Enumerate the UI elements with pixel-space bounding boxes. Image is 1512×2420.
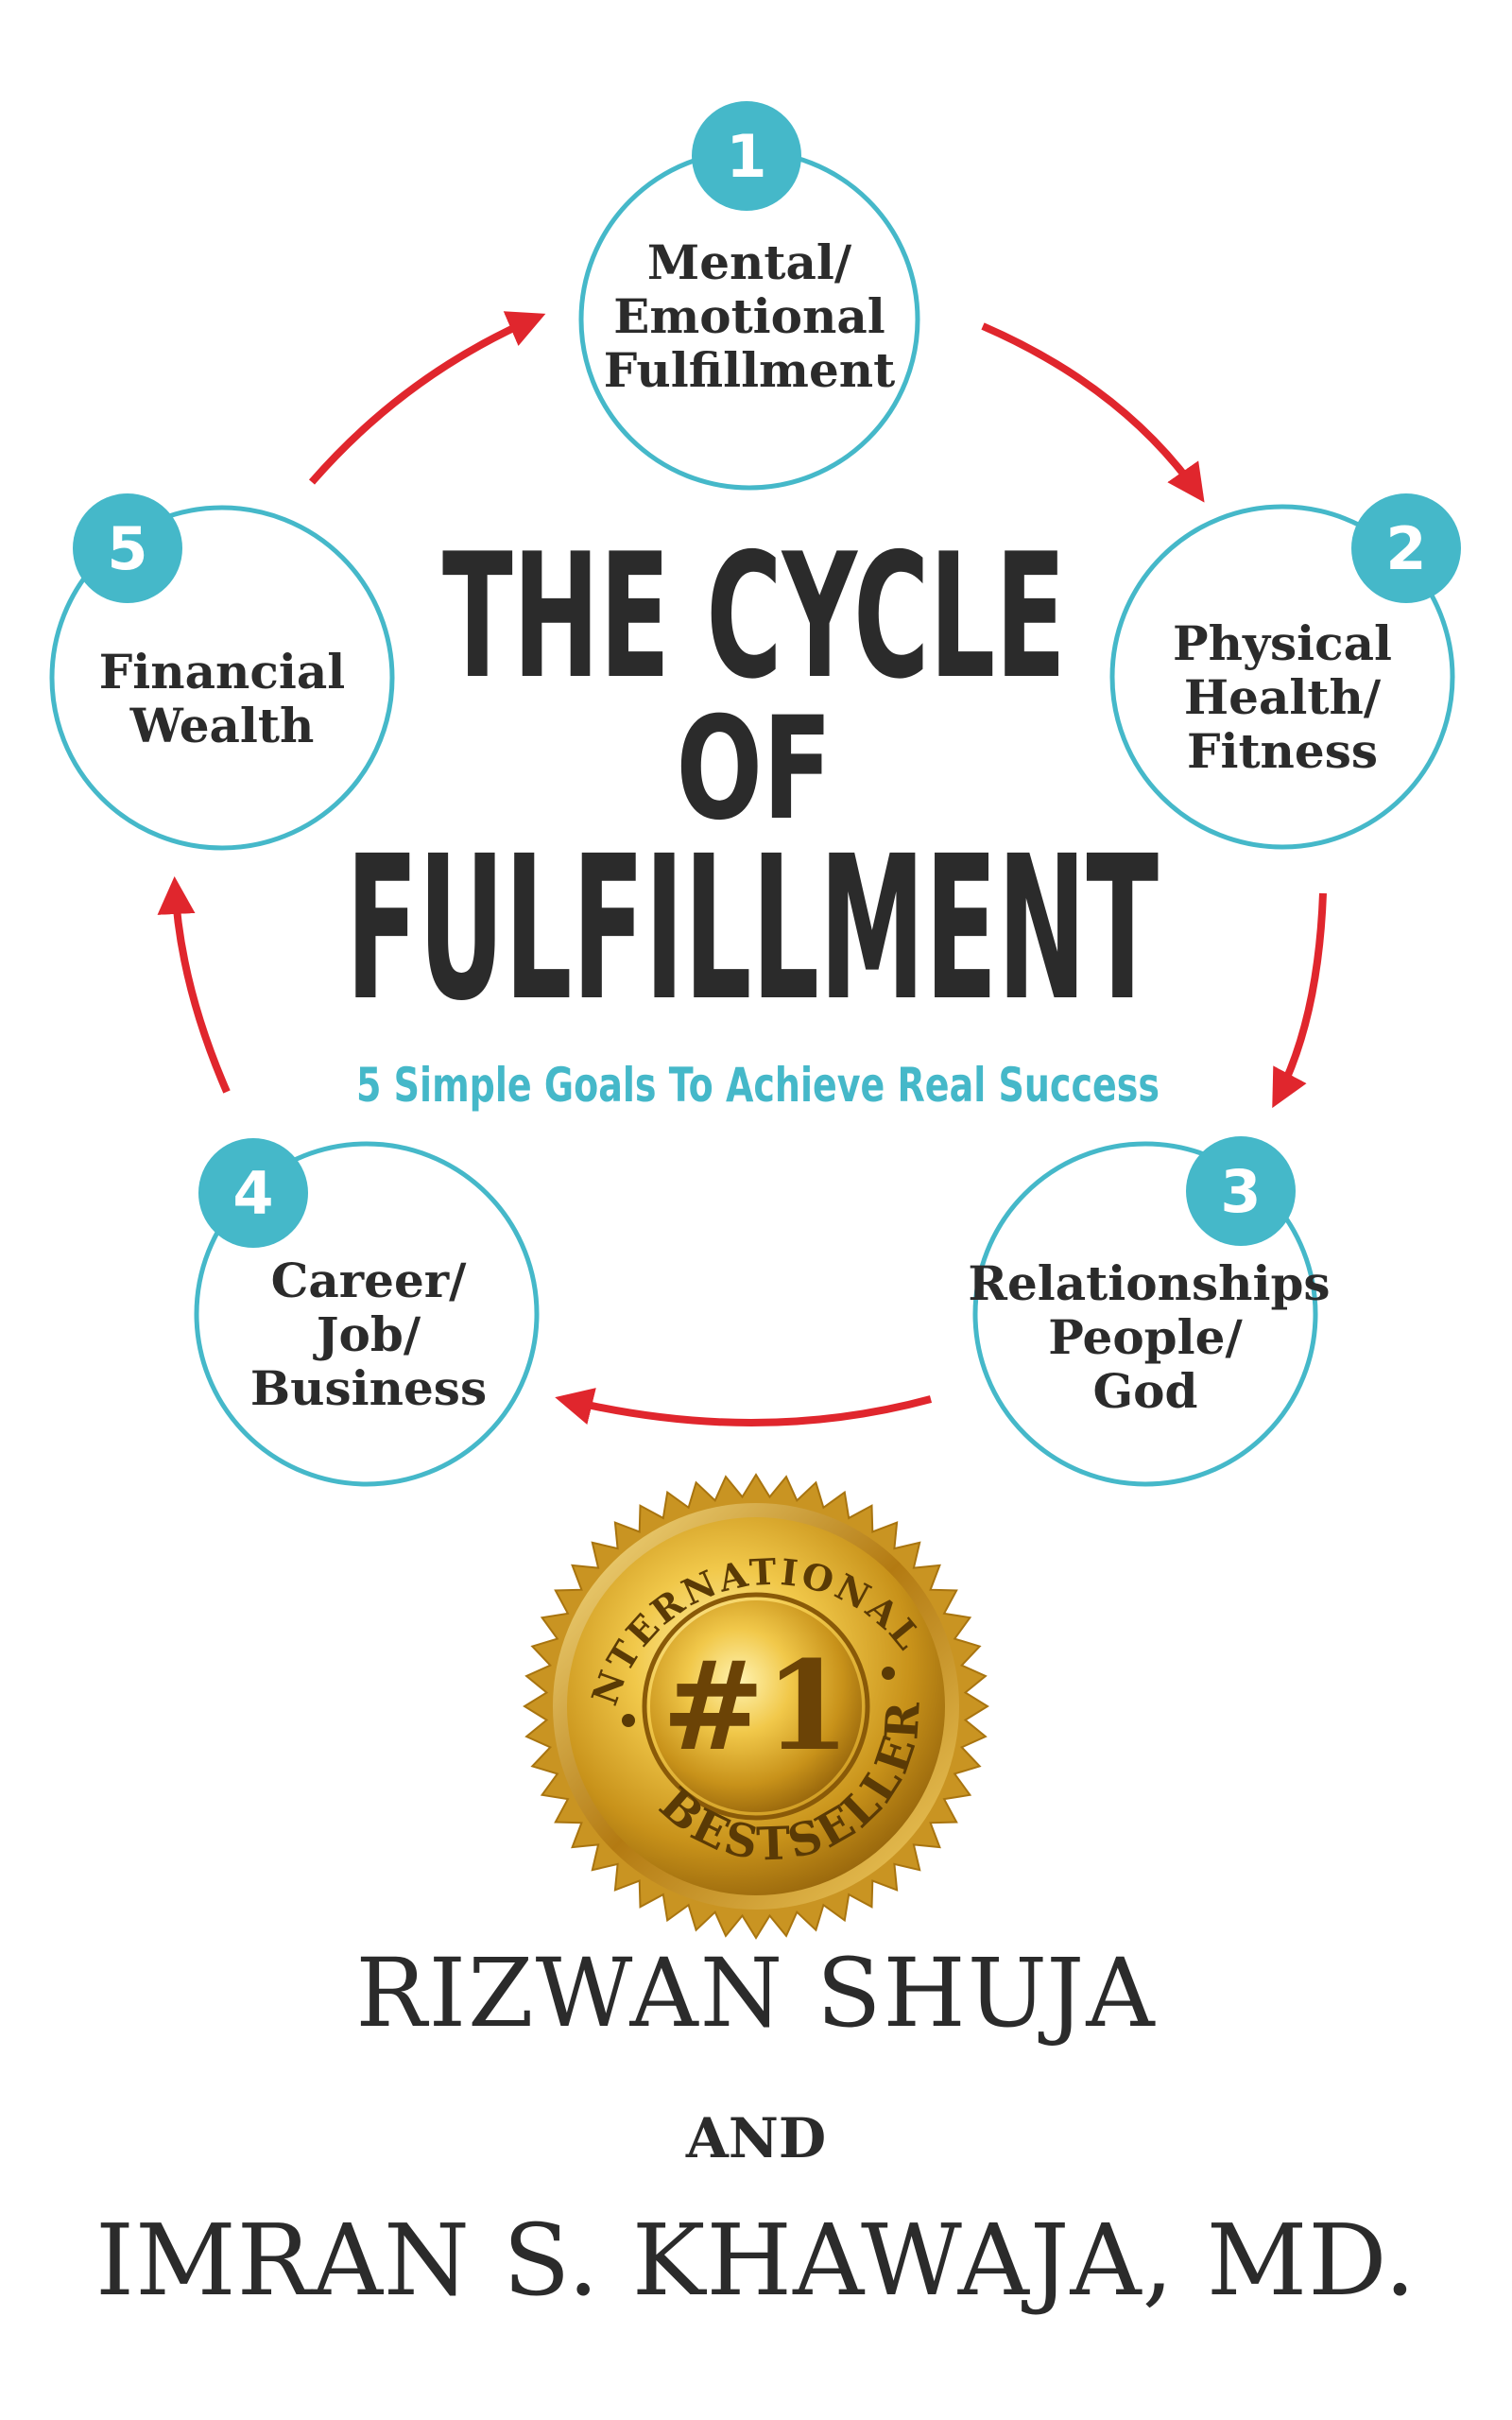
number-badge bbox=[198, 1138, 308, 1248]
author-conjunction: AND bbox=[685, 2106, 827, 2170]
node-mental-emotional: 1 Mental/ Emotional Fulfillment bbox=[578, 101, 920, 491]
node-label-line: Business bbox=[250, 1360, 487, 1416]
number-badge bbox=[692, 101, 801, 211]
arrow-3-to-4 bbox=[555, 1388, 933, 1426]
book-title: THE CYCLE OF FULFILLMENT 5 Simple Goals … bbox=[346, 516, 1160, 1113]
node-label-line: Relationships bbox=[968, 1255, 1330, 1311]
node-label-line: Mental/ bbox=[647, 234, 852, 290]
node-label-line: Job/ bbox=[313, 1306, 421, 1362]
title-line-3: FULFILLMENT bbox=[346, 813, 1159, 1045]
node-number: 5 bbox=[107, 514, 147, 583]
number-badge bbox=[73, 493, 182, 603]
node-label-line: Financial bbox=[99, 644, 345, 700]
seal-star-right bbox=[882, 1667, 895, 1680]
node-label-line: People/ bbox=[1048, 1309, 1243, 1365]
node-label-line: Fitness bbox=[1187, 723, 1378, 779]
author-name-2: IMRAN S. KHAWAJA, MD. bbox=[95, 2203, 1417, 2318]
title-line-1: THE CYCLE bbox=[442, 516, 1066, 717]
node-physical-health: 2 Physical Health/ Fitness bbox=[1109, 493, 1461, 850]
node-relationships: 3 Relationships People/ God bbox=[968, 1136, 1331, 1487]
author-name-1: RIZWAN SHUJA bbox=[355, 1938, 1157, 2048]
node-number: 1 bbox=[726, 122, 766, 191]
node-number: 4 bbox=[232, 1159, 273, 1228]
seal-center-text: #1 bbox=[662, 1634, 850, 1778]
node-label-line: Wealth bbox=[129, 698, 315, 753]
node-number: 2 bbox=[1385, 514, 1426, 583]
arrow-4-to-5 bbox=[157, 876, 231, 1094]
node-financial-wealth: 5 Financial Wealth bbox=[49, 493, 395, 851]
number-badge bbox=[1186, 1136, 1296, 1246]
node-label-line: Emotional bbox=[613, 288, 885, 344]
number-badge bbox=[1351, 493, 1461, 603]
arrow-5-to-1 bbox=[308, 311, 546, 485]
arrow-1-to-2 bbox=[981, 322, 1205, 503]
node-career: 4 Career/ Job/ Business bbox=[194, 1138, 540, 1487]
seal-star-left bbox=[622, 1714, 635, 1727]
node-label-line: God bbox=[1092, 1363, 1197, 1419]
seal-inner-face bbox=[650, 1600, 862, 1812]
title-line-2: OF bbox=[677, 687, 833, 852]
arrow-2-to-3 bbox=[1272, 892, 1327, 1109]
node-label-line: Career/ bbox=[271, 1253, 468, 1308]
node-circle bbox=[1109, 504, 1455, 850]
node-number: 3 bbox=[1220, 1157, 1261, 1226]
subtitle: 5 Simple Goals To Achieve Real Success bbox=[356, 1058, 1160, 1113]
cycle-arrows bbox=[157, 311, 1327, 1426]
node-label-line: Physical bbox=[1173, 615, 1392, 671]
node-label-line: Health/ bbox=[1184, 669, 1382, 725]
seal-inner-ring bbox=[642, 1592, 870, 1821]
node-label-line: Fulfillment bbox=[604, 342, 895, 398]
